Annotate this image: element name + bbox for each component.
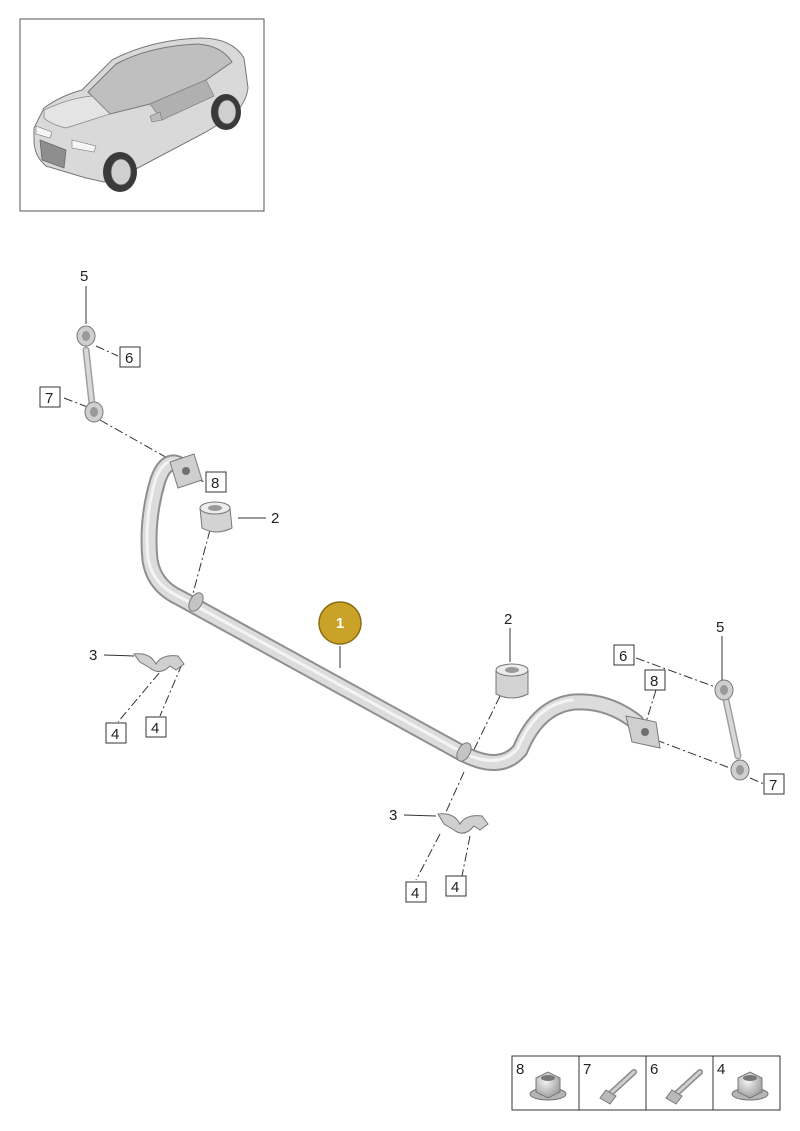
legend-cell-4: 4 [717,1061,769,1101]
vehicle-thumbnail [19,18,265,212]
link-right [714,679,750,781]
callout-2-left: 2 [271,510,279,527]
callout-box-4-c: 4 [405,881,427,903]
legend-number-7: 7 [583,1061,591,1078]
stabilizer-bar [140,453,661,771]
callout-box-6-right: 6 [613,644,635,666]
legend-number-4: 4 [717,1061,725,1078]
callout-box-7-left: 7 [39,386,61,408]
callout-box-8-right-label: 8 [650,673,658,690]
bushing-left [199,501,233,533]
callout-1-label: 1 [336,615,344,632]
legend-number-6: 6 [650,1061,658,1078]
assembly-leader-lines [63,345,765,881]
callout-1-highlight[interactable]: 1 [318,601,362,645]
callout-5-left: 5 [80,268,88,285]
callout-leaders [85,286,723,817]
callout-2-right: 2 [504,611,512,628]
callout-box-4-c-label: 4 [411,885,419,902]
bolt-icon [665,1069,703,1105]
suv-illustration [33,37,249,192]
callout-box-7-right-label: 7 [769,777,777,794]
callout-5-right: 5 [716,619,724,636]
flange-nut-icon [529,1071,567,1101]
hardware-legend: 8 7 6 4 [511,1055,781,1111]
legend-cell-8: 8 [516,1061,567,1101]
callout-box-4-b: 4 [145,716,167,738]
callout-box-6-right-label: 6 [619,648,627,665]
link-left [76,325,104,423]
callout-box-8-left: 8 [205,471,227,493]
legend-cell-6: 6 [650,1061,703,1105]
callout-box-4-a-label: 4 [111,726,119,743]
flange-nut-icon [731,1071,769,1101]
callout-box-7-left-label: 7 [45,390,53,407]
callout-box-6-left-label: 6 [125,350,133,367]
bracket-right [437,813,489,834]
callout-box-4-d-label: 4 [451,879,459,896]
callout-box-6-left: 6 [119,346,141,368]
bracket-left [133,653,185,672]
bushing-right [495,663,529,699]
callout-box-8-left-label: 8 [211,475,219,492]
callout-box-4-b-label: 4 [151,720,159,737]
callout-3-left: 3 [89,647,97,664]
legend-number-8: 8 [516,1061,524,1078]
legend-cell-7: 7 [583,1061,637,1105]
bolt-icon [599,1069,637,1105]
callout-box-4-d: 4 [445,875,467,897]
callout-3-right: 3 [389,807,397,824]
boxed-callouts: 6 7 8 4 4 6 8 7 [39,346,785,903]
callout-labels: 5 2 2 3 3 5 [80,268,724,824]
callout-box-8-right: 8 [644,669,666,691]
callout-box-4-a: 4 [105,722,127,744]
callout-box-7-right: 7 [763,773,785,795]
